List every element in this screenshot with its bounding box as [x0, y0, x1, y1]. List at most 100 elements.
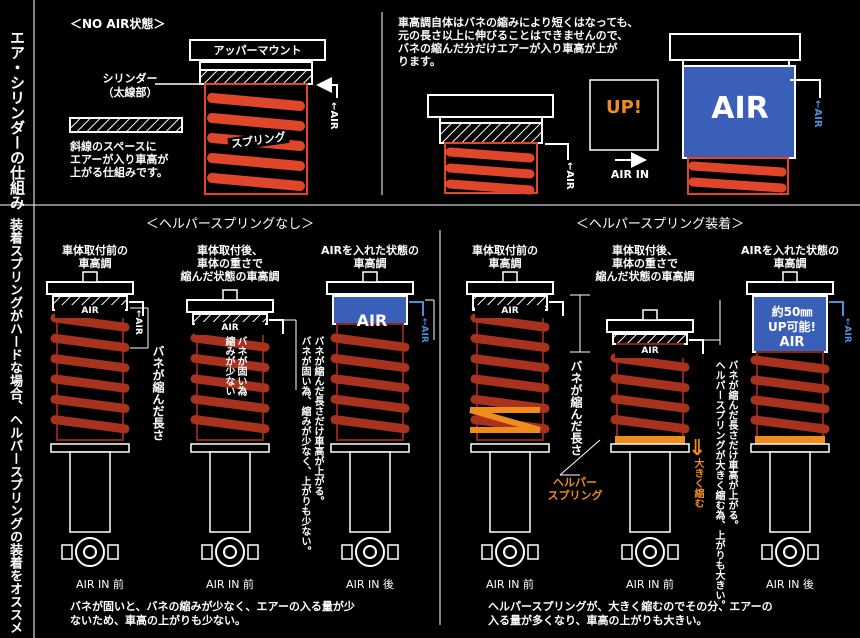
shock-right-3-lower-seat — [750, 443, 830, 453]
left-air-arrow-3: ←AIR — [419, 318, 429, 343]
no-air-title: ＜NO AIR状態＞ — [70, 17, 166, 31]
right-footer-1: AIR IN 前 — [486, 578, 534, 591]
shock-right-1-coil — [470, 374, 550, 393]
shock-left-2-damper — [209, 451, 251, 533]
left-footer-2: AIR IN 前 — [206, 578, 254, 591]
shock-left-3-coil — [330, 394, 410, 413]
big-shrink-label: 大きく縮む — [692, 458, 703, 508]
left-air-small-2: AIR — [195, 322, 265, 335]
shock-left-1-coil — [50, 313, 130, 332]
shock-left-1-coil — [50, 354, 130, 373]
right-brackets — [570, 294, 721, 353]
shock-left-1-damper — [69, 451, 111, 533]
right-air-note: バネが縮んだ長さだけ車高が上がる。 ヘルパースプリングが大きく縮む為、上がりも大… — [713, 360, 737, 610]
hatch-note-2: エアーが入り車高が — [70, 153, 169, 166]
shock-right-1-coil — [470, 333, 550, 352]
right-title: ＜ヘルパースプリング装着＞ — [575, 217, 745, 232]
explain-line-4: ります。 — [398, 55, 441, 68]
hatch-note-3: 上がる仕組みです。 — [70, 166, 168, 179]
shock-right-3-mount — [746, 281, 834, 295]
left-hard-note: バネが固い為 縮みが少ない — [223, 336, 246, 396]
left-air-big-3: AIR — [356, 311, 388, 330]
shock-left-1-bushing-r — [107, 544, 119, 560]
shock-right-1-air-pipe — [549, 301, 564, 316]
shock-left-1-mount — [46, 281, 134, 295]
left-caption-1: バネが固いと、バネの縮みが少なく、エアーの入る量が少 — [70, 600, 355, 613]
shock-right-3-helper-spring — [755, 436, 825, 444]
side-label-top: エア・シリンダーの仕組み — [8, 30, 26, 210]
shock-right-1-eye-inner — [503, 545, 517, 559]
shock-left-1-bushing-l — [61, 544, 73, 560]
air-big-label: AIR — [711, 91, 769, 126]
shock-left-1-coil — [50, 374, 130, 393]
explain-line-1: 車高調自体はバネの縮みにより短くはなっても、 — [398, 16, 639, 29]
shock-left-1-stud — [82, 271, 98, 283]
shock-left-1-lower-seat — [50, 443, 130, 453]
left-brackets — [130, 299, 435, 390]
air-arrow-label-2: ←AIR — [564, 162, 575, 190]
shock-left-2-coil — [190, 353, 270, 373]
left-footer-1: AIR IN 前 — [76, 578, 124, 591]
up50-line-2: UP可能! — [767, 320, 816, 334]
right-caption-2: 入る量が多くなり、車高の上がりも大きい。 — [488, 614, 708, 627]
shock-left-3-coil — [330, 353, 410, 373]
shock-right-2-coil — [610, 353, 690, 372]
shock-left-2-mount — [186, 299, 274, 313]
big-down-arrow: ⇓ — [688, 436, 706, 461]
shock-left-3-air-chamber — [332, 295, 408, 325]
right-caption-1: ヘルパースプリングが、大きく縮むのでその分、エアーの — [488, 600, 773, 613]
shock-right-2-mount — [606, 319, 694, 333]
explain-line-2: 元の長さ以上に伸びることはできませんので、 — [398, 29, 629, 42]
shock-right-1-coil — [470, 354, 550, 373]
right-air-arrow-3: ←AIR — [842, 318, 852, 343]
side-label-bottom: 装着スプリングがハードな場合、ヘルパースプリングの装着をオススメ — [7, 218, 22, 634]
shock-left-3-air-pipe — [409, 301, 424, 316]
left-air-arrow: ←AIR — [133, 310, 143, 335]
shock-left-1-coil — [50, 415, 130, 434]
upper-mount — [189, 39, 326, 61]
left-col2-head: 車体取付後、 車体の重さで 縮んだ状態の車高調 — [180, 244, 280, 283]
shock-right-2-stud — [642, 309, 658, 321]
right-col2-head: 車体取付後、 車体の重さで 縮んだ状態の車高調 — [595, 244, 695, 283]
shock-left-3-coil — [330, 374, 410, 393]
upper-mount-label: アッパーマウント — [213, 44, 302, 57]
left-title: ＜ヘルパースプリングなし＞ — [145, 217, 315, 232]
shock-right-1-coil — [470, 313, 550, 332]
right-footer-3: AIR IN 後 — [766, 578, 814, 591]
top-right-shock-after — [669, 33, 801, 195]
shock-right-2-eye-inner — [643, 545, 657, 559]
shock-right-1-coil — [470, 394, 550, 413]
shock-left-2-bushing-r — [247, 544, 259, 560]
shock-right-3-stud — [782, 271, 798, 283]
left-col1-head: 車体取付前の 車高調 — [62, 244, 128, 270]
shock-left-2-coil — [190, 415, 270, 434]
cylinder-label-1: シリンダー — [102, 72, 158, 85]
shock-right-3-air-chamber — [752, 295, 828, 353]
hatch-legend — [69, 117, 183, 133]
shock-left-3-stud — [362, 271, 378, 283]
left-footer-3: AIR IN 後 — [346, 578, 394, 591]
shock-right-2-coil — [610, 394, 690, 413]
shock-left-3-mount — [326, 281, 414, 295]
top-right-shock-before — [427, 94, 554, 194]
shock-right-1-mount — [466, 281, 554, 295]
right-col1-head: 車体取付前の 車高調 — [472, 244, 538, 270]
shock-left-2-lower-seat — [190, 443, 270, 453]
shock-right-1-stud — [502, 271, 518, 283]
shock-right-2-helper-spring — [615, 436, 685, 444]
shock-left-2-coil — [190, 394, 270, 413]
shock-right-3-coil — [750, 415, 830, 434]
right-air-small-1: AIR — [475, 305, 545, 318]
shock-right-1-damper — [489, 451, 531, 533]
shock-right-3-coil — [750, 355, 830, 374]
up-bracket — [589, 79, 659, 151]
shock-right-2-bushing-l — [621, 544, 633, 560]
shock-right-3-air-pipe — [829, 301, 844, 316]
shock-left-3-bushing-r — [387, 544, 399, 560]
shock-left-2-eye-inner — [223, 545, 237, 559]
shock-right-1-lower-seat — [470, 443, 550, 453]
cylinder-label-2: （太線部） — [102, 86, 158, 99]
right-footer-2: AIR IN 前 — [626, 578, 674, 591]
